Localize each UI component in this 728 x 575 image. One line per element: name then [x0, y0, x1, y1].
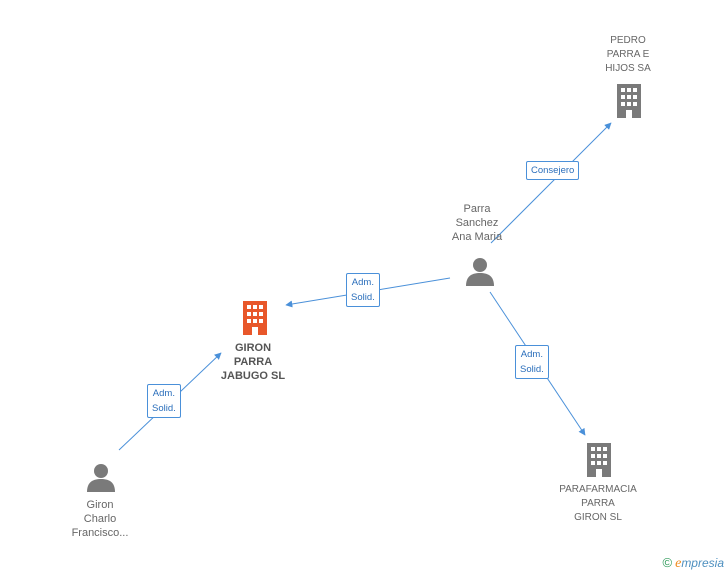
- node-giron-sl-line-1: GIRON: [234, 342, 272, 354]
- node-pedro-line-3: HIJOS SA: [605, 63, 651, 74]
- edge-label-adm-parra-parafarmacia[interactable]: Adm. Solid.: [515, 345, 549, 379]
- node-giron-charlo-label[interactable]: Giron Charlo Francisco...: [58, 498, 142, 540]
- edge-label-adm-parra-giron[interactable]: Adm. Solid.: [346, 273, 380, 307]
- node-giron-sl-line-2: PARRA: [233, 356, 273, 368]
- node-giron-charlo-line-3: Francisco...: [71, 527, 129, 539]
- edge-label-adm-line-1: Adm.: [520, 349, 543, 360]
- building-icon[interactable]: [584, 443, 614, 477]
- brand-logo-e: e: [675, 556, 682, 571]
- node-parafarmacia-label[interactable]: PARAFARMACIA PARRA GIRON SL: [546, 483, 650, 525]
- node-giron-charlo-line-2: Charlo: [83, 513, 117, 525]
- edge-label-consejero-text: Consejero: [531, 165, 575, 176]
- node-parafarmacia-line-3: GIRON SL: [574, 512, 622, 523]
- node-parafarmacia-line-1: PARAFARMACIA: [559, 484, 637, 495]
- building-icon[interactable]: [614, 84, 644, 118]
- building-icon-main[interactable]: [240, 301, 270, 335]
- edge-label-adm-line-1: Adm.: [351, 277, 374, 288]
- node-pedro-label[interactable]: PEDRO PARRA E HIJOS SA: [588, 34, 668, 76]
- person-icon[interactable]: [465, 256, 495, 286]
- node-pedro-line-2: PARRA E: [606, 49, 650, 60]
- edge-label-adm-line-1: Adm.: [152, 388, 175, 399]
- node-parra-label[interactable]: Parra Sanchez Ana Maria: [437, 202, 517, 244]
- edge-label-adm-line-2: Solid.: [351, 292, 375, 303]
- brand-watermark: ©empresia: [663, 555, 725, 572]
- edge-label-consejero[interactable]: Consejero: [526, 161, 580, 180]
- node-parra-line-3: Ana Maria: [451, 231, 503, 243]
- node-giron-charlo-line-1: Giron: [86, 499, 114, 511]
- node-parra-line-2: Sanchez: [455, 217, 499, 229]
- brand-logo-text: mpresia: [681, 556, 724, 570]
- person-icon[interactable]: [86, 462, 116, 492]
- copyright-icon: ©: [662, 555, 673, 570]
- edge-label-adm-charlo-giron[interactable]: Adm. Solid.: [147, 384, 181, 418]
- node-giron-sl-label[interactable]: GIRON PARRA JABUGO SL: [212, 341, 294, 383]
- node-parra-line-1: Parra: [463, 203, 491, 215]
- node-giron-sl-line-3: JABUGO SL: [220, 370, 286, 382]
- node-parafarmacia-line-2: PARRA: [581, 498, 615, 509]
- node-pedro-line-1: PEDRO: [610, 35, 646, 46]
- edge-label-adm-line-2: Solid.: [152, 403, 176, 414]
- edge-label-adm-line-2: Solid.: [520, 364, 544, 375]
- edge-consejero-line: [490, 122, 612, 244]
